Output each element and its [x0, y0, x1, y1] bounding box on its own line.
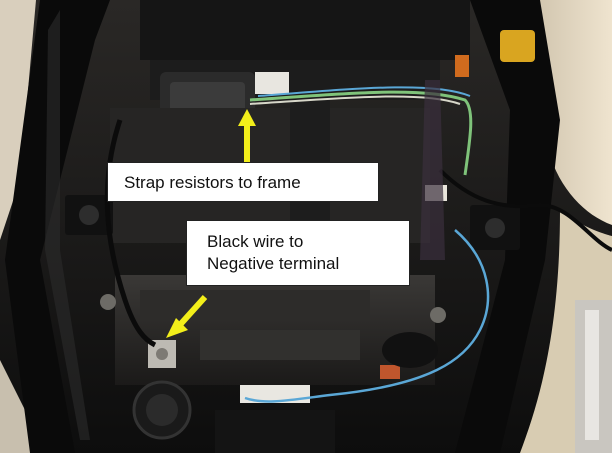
arrow-head-terminal [166, 318, 188, 338]
callout-black-line1: Black wire to [207, 232, 304, 251]
arrow-shaft-terminal [175, 294, 208, 330]
frame-highlight [45, 10, 90, 440]
battery-ridge-bottom [200, 330, 360, 360]
yellow-connector [500, 30, 535, 62]
right-mount-bolt [485, 218, 505, 238]
arrow-shaft-resistors [244, 124, 250, 164]
left-frame-rail [5, 0, 110, 453]
callout-black-line2: Negative terminal [207, 254, 340, 273]
callout-strap-resistors: Strap resistors to frame [107, 162, 379, 202]
fuel-cap-center [146, 394, 178, 426]
battery-bolt-right [430, 307, 446, 323]
top-panel [140, 0, 470, 60]
battery-bolt-left [100, 294, 116, 310]
wire-loom [420, 80, 445, 260]
positive-connector [380, 365, 400, 379]
left-fender-edge [0, 0, 36, 240]
blue-wire-top [257, 86, 471, 97]
left-mount-bolt [79, 205, 99, 225]
right-black-wire [438, 168, 612, 252]
resistor-face [170, 82, 245, 112]
orange-connector [455, 55, 469, 77]
blue-wire-bottom [244, 229, 490, 403]
chrome-highlight [585, 310, 599, 440]
green-wire [249, 90, 473, 176]
arrow-head-resistors [238, 109, 256, 126]
resistor-label [255, 72, 289, 94]
callout-black-wire: Black wire to Negative terminal [186, 220, 410, 286]
terminal-boot [382, 332, 438, 368]
terminal-bolt [156, 348, 168, 360]
callout-strap-text: Strap resistors to frame [124, 173, 301, 192]
white-wire [249, 95, 461, 105]
bottom-connector-block [215, 410, 335, 453]
battery-ridge-top [140, 290, 370, 320]
